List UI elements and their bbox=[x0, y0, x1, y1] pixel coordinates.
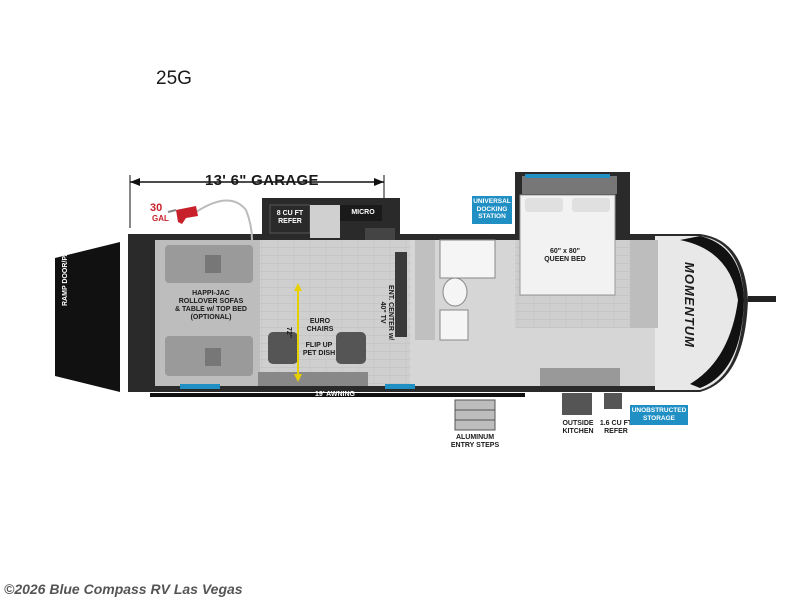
entertainment-center bbox=[395, 252, 407, 337]
watermark: ©2026 Blue Compass RV Las Vegas bbox=[4, 581, 243, 597]
refer-8-label: 8 CU FT REFER bbox=[276, 210, 304, 225]
euro-chair-right bbox=[336, 332, 366, 364]
entry-steps-label: ALUMINUM ENTRY STEPS bbox=[450, 434, 500, 449]
pet-dish-label: FLIP UP PET DISH bbox=[302, 342, 336, 357]
bottom-cabinet bbox=[258, 372, 368, 386]
storage-callout: UNOBSTRUCTED STORAGE bbox=[630, 405, 688, 425]
hitch bbox=[748, 296, 776, 302]
fuel-hose bbox=[195, 199, 253, 241]
fuel-amount: 30 bbox=[150, 202, 163, 214]
queen-bed-label: 60" x 80" QUEEN BED bbox=[544, 248, 586, 263]
microwave bbox=[340, 205, 382, 221]
dimension-72-label: 72" bbox=[285, 327, 292, 339]
garage-dimension-label: 13' 6" GARAGE bbox=[205, 172, 319, 189]
outside-refer bbox=[604, 393, 622, 409]
awning-label: 19' AWNING bbox=[315, 391, 355, 398]
toilet bbox=[442, 277, 468, 307]
refer-8 bbox=[269, 204, 311, 234]
micro-label: MICRO bbox=[351, 209, 375, 216]
sofas-label: HAPPI-JAC ROLLOVER SOFAS & TABLE w/ TOP … bbox=[175, 290, 247, 321]
ramp-door bbox=[55, 242, 120, 392]
brand-logo: MOMENTUM bbox=[682, 262, 697, 348]
bath-sink bbox=[439, 309, 469, 341]
fuel-unit: GAL bbox=[152, 214, 169, 223]
front-cabinet bbox=[540, 368, 620, 386]
ent-center-label: ENT. CENTER w/ 40" TV bbox=[379, 285, 394, 341]
model-label: 25G bbox=[156, 68, 192, 89]
outside-kitchen-label: OUTSIDE KITCHEN bbox=[562, 420, 594, 435]
entry-steps bbox=[454, 399, 496, 431]
front-closet bbox=[630, 240, 658, 328]
stove bbox=[365, 228, 395, 240]
refer-16-label: 1.6 CU FT REFER bbox=[599, 420, 633, 435]
sink-counter bbox=[310, 205, 340, 238]
euro-chairs-label: EURO CHAIRS bbox=[306, 318, 334, 333]
ramp-door-label: RAMP DOOR/PATIO bbox=[62, 240, 69, 306]
bed-headboard-shelf bbox=[522, 176, 617, 194]
docking-station-callout: UNIVERSAL DOCKING STATION bbox=[472, 196, 512, 224]
bath-cabinet bbox=[415, 240, 435, 340]
euro-chair-left bbox=[268, 332, 298, 364]
shower bbox=[439, 239, 496, 279]
outside-kitchen bbox=[562, 393, 592, 415]
fuel-nozzle-icon bbox=[176, 206, 198, 224]
